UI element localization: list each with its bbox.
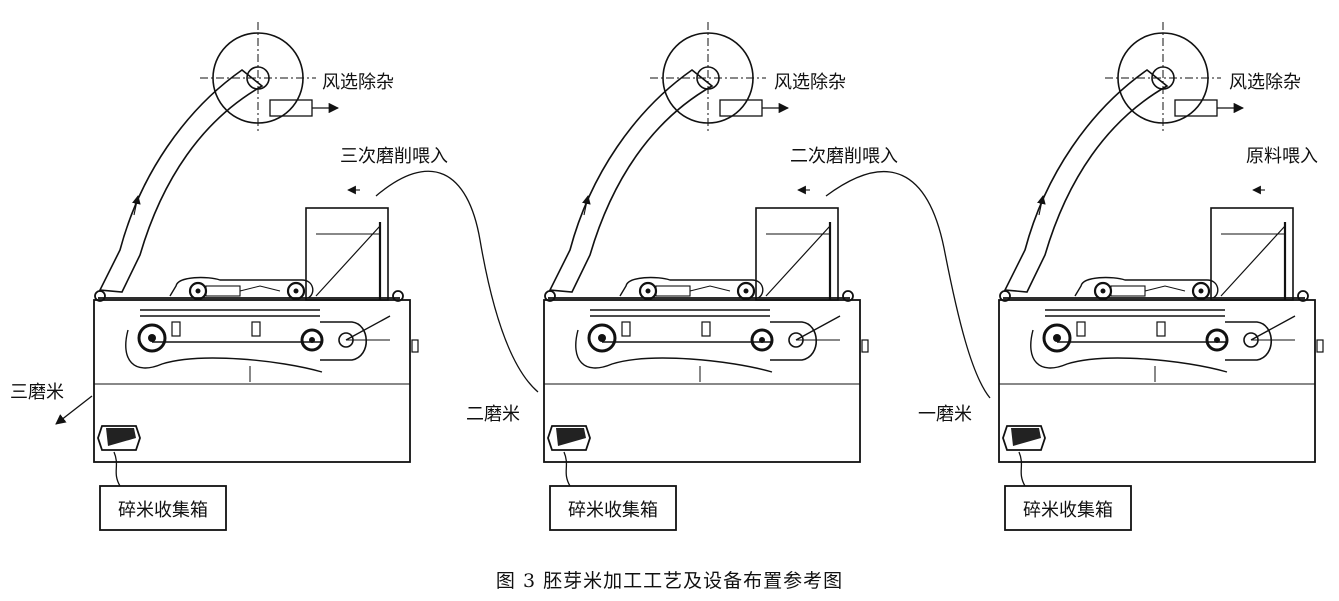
output-label-3: 一磨米: [918, 404, 972, 425]
machine-unit-1: [94, 22, 418, 530]
air-separation-label-3: 风选除杂: [1229, 72, 1301, 93]
air-separation-label-2: 风选除杂: [774, 72, 846, 93]
air-separation-label-1: 风选除杂: [322, 72, 394, 93]
broken-rice-box-label-1: 碎米收集箱: [118, 500, 208, 521]
feed-label-2: 二次磨削喂入: [790, 146, 898, 167]
output-label-1: 三磨米: [10, 382, 64, 403]
feed-label-1: 三次磨削喂入: [340, 146, 448, 167]
machine-unit-3: [999, 22, 1323, 530]
output-arrow-left: [55, 395, 93, 425]
transfer-line-1: [375, 170, 539, 393]
broken-rice-box-label-3: 碎米收集箱: [1023, 500, 1113, 521]
machine-unit-2: [544, 22, 868, 530]
transfer-line-2: [825, 171, 991, 399]
feed-label-3: 原料喂入: [1246, 146, 1318, 167]
figure-caption: 图 3 胚芽米加工工艺及设备布置参考图: [495, 570, 844, 592]
broken-rice-box-label-2: 碎米收集箱: [568, 500, 658, 521]
output-label-2: 二磨米: [466, 404, 520, 425]
